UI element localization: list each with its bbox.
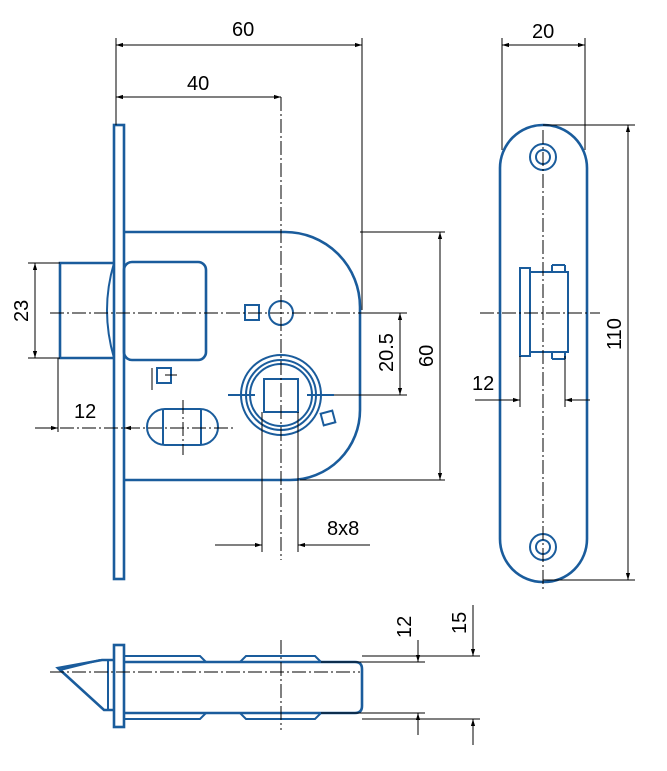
strike-plate-view: 20 110 12: [472, 21, 635, 590]
bottom-view: 12 15: [50, 605, 480, 745]
lock-body: [124, 230, 362, 482]
dim-spindle-offset: 40: [187, 73, 209, 95]
dim-outer-thickness: 15: [449, 612, 471, 634]
dim-plate-height: 110: [604, 318, 626, 350]
dim-plate-width: 20: [532, 21, 554, 43]
dim-inner-thickness: 12: [394, 616, 416, 638]
dim-latch-height: 23: [11, 300, 33, 322]
faceplate: [112, 123, 126, 581]
latch-housing: [122, 260, 208, 362]
dim-square-hole: 8x8: [327, 518, 359, 540]
dim-window-width: 12: [472, 373, 494, 395]
dim-width-total: 60: [232, 19, 254, 41]
front-view: 60 40 23 20.5 60 12 8x8: [11, 19, 445, 581]
latch-bolt: [58, 261, 114, 360]
dim-latch-projection: 12: [74, 401, 96, 423]
dim-body-height: 60: [416, 345, 438, 367]
dim-spindle-hub: 20.5: [376, 333, 398, 372]
